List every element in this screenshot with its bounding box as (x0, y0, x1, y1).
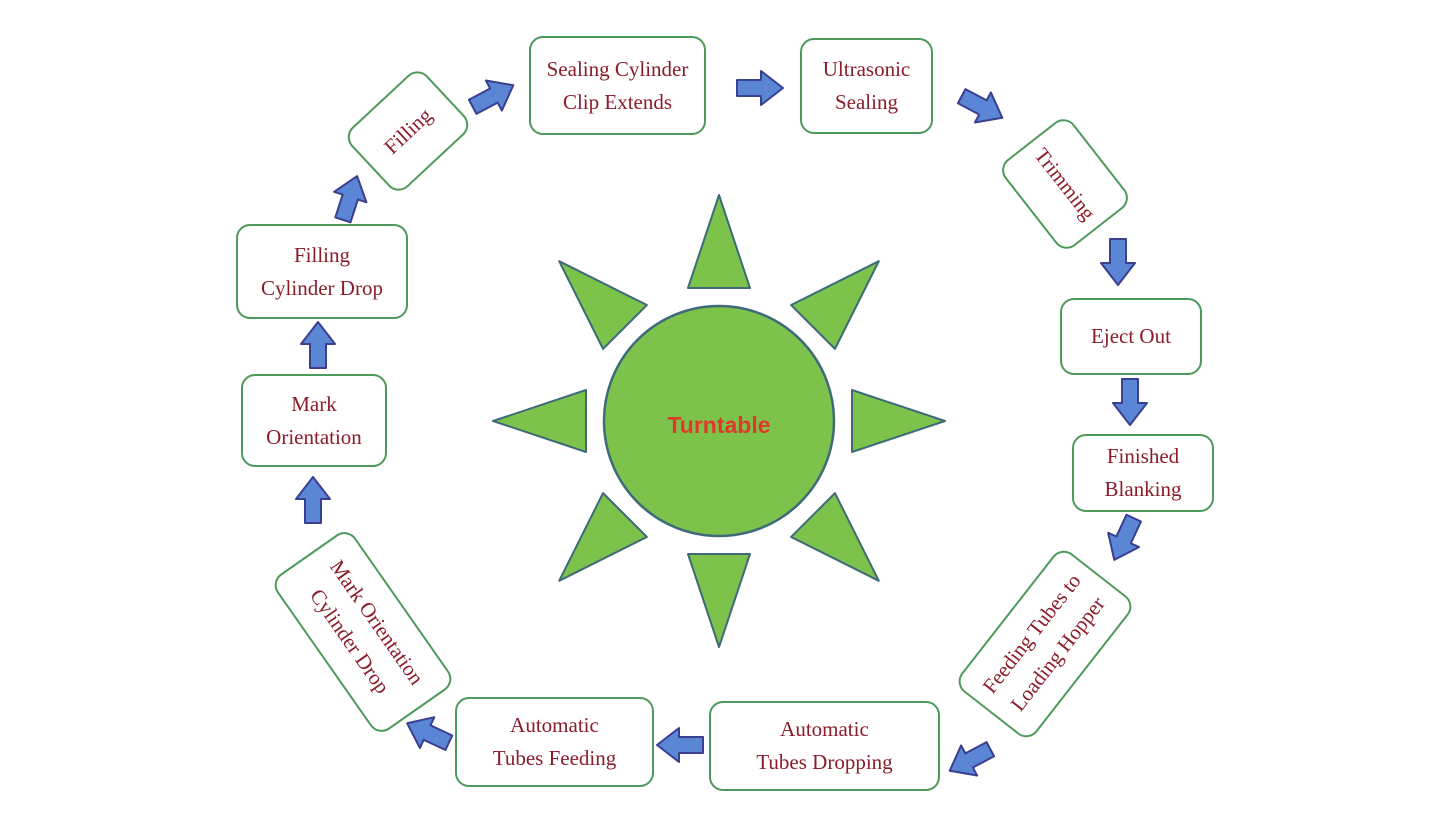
step-mark-orientation: Mark Orientation (241, 374, 387, 467)
ray-bottom-left (558, 492, 648, 582)
flow-arrow-7 (948, 741, 996, 777)
step-sealing-cylinder-clip-extends: Sealing Cylinder Clip Extends (529, 36, 706, 135)
turntable-rays (492, 194, 946, 648)
step-automatic-tubes-feeding: Automatic Tubes Feeding (455, 697, 654, 787)
ray-right (851, 389, 946, 453)
flow-arrow-4 (1100, 238, 1136, 286)
flow-arrow-8 (656, 727, 704, 763)
step-label: Filling Cylinder Drop (261, 242, 383, 300)
ray-top (687, 194, 751, 289)
step-automatic-tubes-dropping: Automatic Tubes Dropping (709, 701, 940, 791)
step-label: Sealing Cylinder Clip Extends (546, 56, 689, 114)
step-label: Automatic Tubes Dropping (756, 717, 893, 774)
step-label: Filling (379, 102, 437, 159)
flow-arrow-11 (300, 321, 336, 369)
step-label: Automatic Tubes Feeding (492, 713, 617, 770)
flow-arrows (295, 70, 1148, 777)
ray-top-right (790, 260, 880, 350)
ray-top-left (558, 260, 648, 350)
flow-arrow-1 (467, 79, 515, 115)
step-filling-cylinder-drop: Filling Cylinder Drop (236, 224, 408, 319)
ray-left (492, 389, 587, 453)
flow-arrow-6 (1107, 513, 1142, 561)
step-eject-out: Eject Out (1060, 298, 1202, 375)
step-label: Finished Blanking (1104, 444, 1182, 501)
ray-bottom-right (790, 492, 880, 582)
ray-bottom (687, 553, 751, 648)
step-ultrasonic-sealing: Ultrasonic Sealing (800, 38, 933, 134)
turntable-label: Turntable (667, 411, 771, 438)
flow-arrow-2 (736, 70, 784, 106)
flow-arrow-10 (295, 476, 331, 524)
step-finished-blanking: Finished Blanking (1072, 434, 1214, 512)
flow-arrow-9 (406, 716, 454, 751)
step-label: Eject Out (1091, 324, 1171, 349)
turntable-circle (602, 304, 836, 538)
step-label: Trimming (1029, 143, 1101, 225)
step-label: Ultrasonic Sealing (822, 57, 911, 114)
flow-arrow-5 (1112, 378, 1148, 426)
step-label: Mark Orientation (266, 391, 362, 449)
flow-arrow-3 (956, 88, 1004, 124)
flow-arrow-12 (333, 175, 368, 224)
